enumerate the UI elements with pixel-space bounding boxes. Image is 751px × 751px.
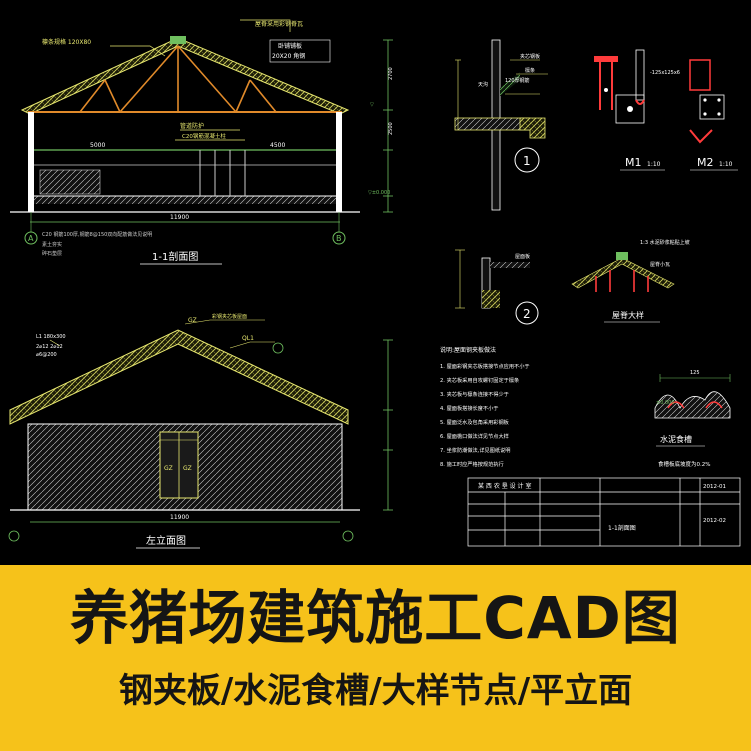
dim-span-section: 11900 [170,214,189,221]
svg-text:檩条: 檩条 [525,67,535,74]
trough-note: 食槽板底坡度为0.2% [658,460,710,468]
axis-a-label: A [28,234,34,243]
m2-label: M2 [697,156,714,169]
elevation-gz-label-1: GZ [164,465,173,472]
note-line: 1. 屋面彩钢夹芯板搭接节点应用不小于 [440,362,530,370]
svg-text:彩钢夹芯板屋面: 彩钢夹芯板屋面 [212,313,247,320]
svg-text:-125x125x6: -125x125x6 [650,70,680,76]
elevation-gz-top: GZ [188,317,197,324]
note-line: 8. 施工时应严格按规范执行 [440,460,504,468]
section-title: 1-1剖面图 [152,250,198,263]
title-block-id: 2012-01 [703,484,726,490]
svg-text:2500: 2500 [388,122,394,135]
svg-text:屋脊小瓦: 屋脊小瓦 [650,261,670,268]
elevation-roof [9,329,349,425]
title-block-drawing: 1-1剖面图 [608,524,636,532]
svg-text:1:3 水泥砂浆粘贴上坡: 1:3 水泥砂浆粘贴上坡 [640,239,690,246]
notes-heading: 说明:屋面钢夹板做法 [440,346,496,354]
left-elevation: GZ GZ GZ 彩钢夹芯板屋面 QL1 L1 180x300 2⌀12 2⌀1… [8,313,393,549]
section-1-1: 檩条规格 120X80 屋脊采用彩钢脊瓦 卧铺铺板 20X20 角钢 管道防护 … [10,19,394,265]
svg-text:C20钢筋混凝土柱: C20钢筋混凝土柱 [182,132,226,140]
note-tie: 卧铺铺板 [278,42,302,50]
svg-text:⌀6@200: ⌀6@200 [36,352,57,358]
svg-text:碎石垫层: 碎石垫层 [42,250,62,257]
svg-text:125: 125 [690,370,700,376]
svg-text:C20 钢筋100厚,钢筋8@150双向配筋做法见说明: C20 钢筋100厚,钢筋8@150双向配筋做法见说明 [42,231,152,238]
dim-dn: 120厚钢筋 [505,77,530,84]
dim-left-half: 5000 [90,142,105,149]
svg-text:管道防护: 管道防护 [180,122,204,130]
detail-2: 屋面板 2 [455,249,539,325]
promo-banner: 养猪场建筑施工CAD图 钢夹板/水泥食槽/大样节点/平立面 [0,565,751,751]
svg-text:素土夯实: 素土夯实 [42,241,62,248]
detail-1: 夹芯钢板 檩条 天沟 120厚钢筋 1 [454,39,548,211]
note-line: 3. 夹芯板与檩条连接不得少于 [440,390,509,398]
elevation-gz-label-2: GZ [183,465,192,472]
svg-text:±0.000: ±0.000 [656,400,675,406]
dim-right-half: 4500 [270,142,285,149]
m1-label: M1 [625,156,642,169]
m1-scale: 1:10 [647,161,661,168]
ridge-detail: 1:3 水泥砂浆粘贴上坡 屋脊小瓦 屋脊大样 [571,239,690,323]
detail-2-marker: 2 [523,307,531,321]
svg-text:2700: 2700 [388,67,394,80]
trough-title: 水泥食槽 [660,434,692,444]
elevation-l1-label: L1 180x300 [36,334,66,340]
svg-text:夹芯钢板: 夹芯钢板 [520,53,540,60]
note-line: 6. 屋面檐口做法详见节点大样 [440,432,509,440]
svg-text:屋脊采用彩钢脊瓦: 屋脊采用彩钢脊瓦 [255,20,303,28]
svg-text:20X20 角钢: 20X20 角钢 [272,52,305,60]
anchor-details: -125x125x6 M1 1:10 M2 1:10 [594,49,738,171]
title-block [467,477,741,547]
svg-text:▽±0.000: ▽±0.000 [368,190,390,196]
note-line: 7. 坐浆防潮做法,详见图纸说明 [440,446,511,454]
detail-1-marker: 1 [523,154,531,168]
ridge-detail-title: 屋脊大样 [612,310,644,320]
axis-b-label: B [336,234,342,243]
svg-text:天沟: 天沟 [478,81,488,88]
svg-text:2⌀12 2⌀12: 2⌀12 2⌀12 [36,344,63,350]
svg-text:▽: ▽ [370,102,374,108]
banner-title: 养猪场建筑施工CAD图 [70,584,681,652]
cad-drawing: 檩条规格 120X80 屋脊采用彩钢脊瓦 卧铺铺板 20X20 角钢 管道防护 … [8,19,741,549]
note-line: 4. 屋面板搭接长度不小于 [440,404,498,412]
note-line: 2. 夹芯板采用自攻螺钉固定于檩条 [440,376,519,384]
banner-subtitle: 钢夹板/水泥食槽/大样节点/平立面 [118,671,633,711]
note-line: 5. 屋面泛水及包角采用彩钢板 [440,418,510,426]
title-block-header: 某 西 农 垦 设 计 室 [478,482,531,490]
elevation-ql-label: QL1 [242,335,254,342]
svg-text:屋面板: 屋面板 [515,253,530,260]
svg-text:檩条规格 120X80: 檩条规格 120X80 [42,38,91,46]
elevation-title: 左立面图 [146,534,186,547]
cement-trough: 125 ±0.000 水泥食槽 食槽板底坡度为0.2% [654,370,731,468]
m2-scale: 1:10 [719,161,733,168]
construction-notes: 说明:屋面钢夹板做法 1. 屋面彩钢夹芯板搭接节点应用不小于 2. 夹芯板采用自… [440,346,530,468]
title-block-date: 2012-02 [703,518,726,524]
dim-span-elevation: 11900 [170,514,189,521]
